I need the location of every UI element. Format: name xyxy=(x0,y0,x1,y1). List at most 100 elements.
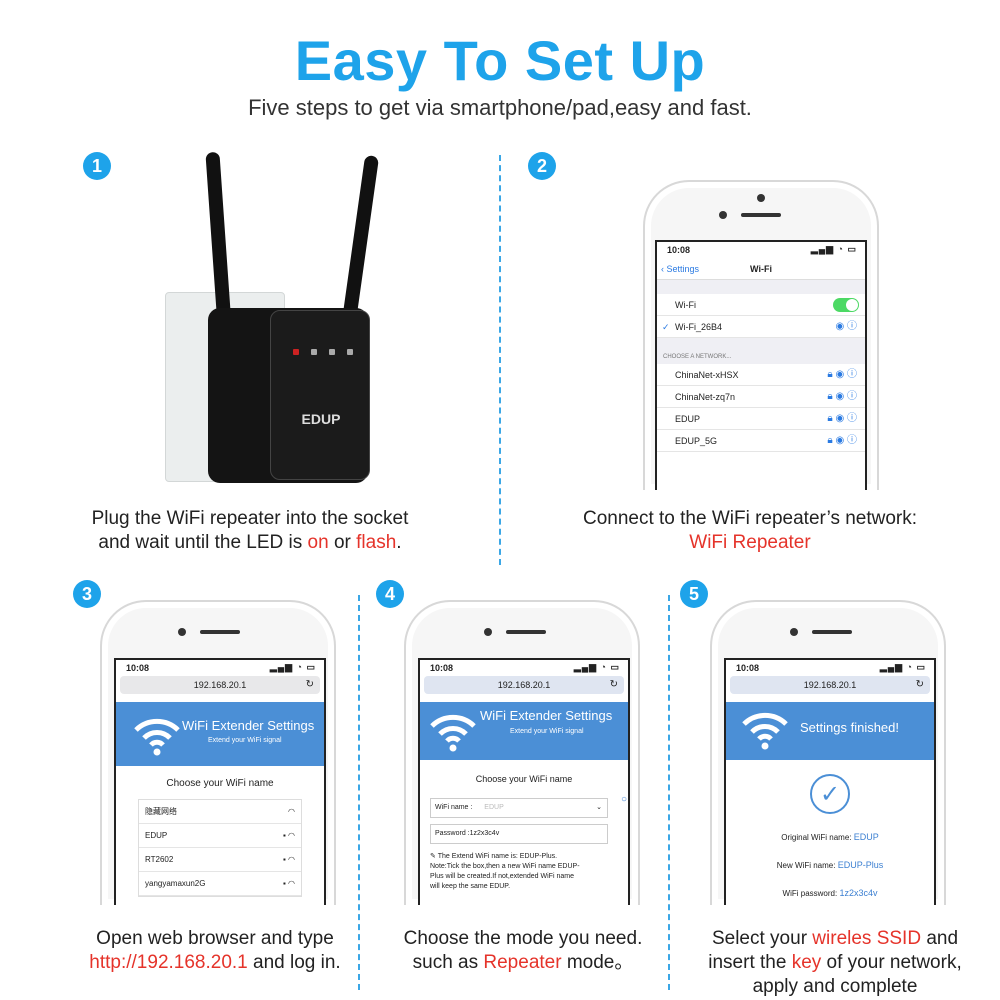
list-item[interactable]: RT2602▪ ◠ xyxy=(139,848,301,872)
wifi-password-value: 1z2x3c4v xyxy=(839,888,878,898)
step-5-text-b: and xyxy=(921,928,959,949)
wifi-toggle-row[interactable]: Wi-Fi xyxy=(657,294,865,316)
led-repeat xyxy=(329,349,335,355)
connected-network-name: Wi-Fi_26B4 xyxy=(675,322,723,332)
note-line-4: will keep the same EDUP. xyxy=(430,883,511,890)
wifi-toggle[interactable] xyxy=(833,298,859,312)
step-5-text-a: Select your xyxy=(711,928,813,949)
success-check-icon: ✓ xyxy=(810,774,850,814)
wifi-password-label: WiFi password: xyxy=(782,889,840,898)
reload-icon[interactable]: ↻ xyxy=(305,679,314,690)
antenna-right xyxy=(340,154,380,331)
note-line-1-text: The Extend WiFi name is: EDUP-Plus. xyxy=(437,853,558,860)
spacer xyxy=(657,280,865,294)
reload-icon[interactable]: ↻ xyxy=(609,679,618,690)
list-item[interactable]: 隐藏网络◠ xyxy=(139,800,301,824)
ios-nav-bar: ‹ Settings Wi-Fi xyxy=(657,258,865,280)
network-name: EDUP xyxy=(145,831,168,840)
wifi-name-label: WiFi name : xyxy=(435,804,473,811)
step-1-line2: and wait until the LED is on or flash. xyxy=(40,531,460,555)
front-camera xyxy=(484,628,492,636)
step-5-ssid: wireles SSID xyxy=(812,928,922,949)
reload-icon[interactable]: ↻ xyxy=(915,679,924,690)
divider-bottom-left xyxy=(358,595,360,990)
original-wifi-row: Original WiFi name: EDUP xyxy=(726,832,934,842)
search-icon[interactable]: ○ xyxy=(620,794,627,805)
step-4-line1: Choose the mode you need. xyxy=(403,928,643,949)
network-name: 隐藏网络 xyxy=(145,807,177,816)
router-front-panel: EDUP xyxy=(270,310,370,480)
lock-wifi-info-icon[interactable]: 🔒︎ ◉ ⓘ xyxy=(827,391,857,402)
step-1-on: on xyxy=(307,532,329,553)
wifi-name-select[interactable]: WiFi name : EDUP ⌄ xyxy=(430,798,608,818)
url-text: 192.168.20.1 xyxy=(193,680,247,690)
network-name: EDUP_5G xyxy=(675,436,718,446)
screen: 10:08▂▄▆ ◔ ▭ 192.168.20.1↻ WiFi Extender… xyxy=(418,658,630,905)
url-bar[interactable]: 192.168.20.1 ↻ xyxy=(120,676,320,694)
network-name: ChinaNet-xHSX xyxy=(675,370,739,380)
signal-icon: ▂▄▆ ◔ ▭ xyxy=(810,244,857,254)
banner-title: Settings finished! xyxy=(800,720,900,735)
original-wifi-label: Original WiFi name: xyxy=(781,833,854,842)
divider-bottom-right xyxy=(668,595,670,990)
url-bar[interactable]: 192.168.20.1↻ xyxy=(730,676,930,694)
screen: 10:08▂▄▆ ◔ ▭ 192.168.20.1 ↻ WiFi Extender… xyxy=(114,658,326,905)
step-2-ssid: WiFi Repeater xyxy=(689,532,811,553)
status-bar: 10:08▂▄▆ ◔ ▭ xyxy=(726,660,934,676)
wifi-password-row: WiFi password: 1z2x3c4v xyxy=(726,888,934,898)
step-4-line2: such as Repeater mode。 xyxy=(378,951,668,975)
connected-network-row[interactable]: ✓Wi-Fi_26B4◉ ⓘ xyxy=(657,316,865,338)
lock-wifi-info-icon[interactable]: 🔒︎ ◉ ⓘ xyxy=(827,369,857,380)
status-time: 10:08 xyxy=(430,663,454,673)
earpiece xyxy=(812,630,852,634)
divider-top xyxy=(499,155,501,565)
step-4-caption: Choose the mode you need. such as Repeat… xyxy=(378,927,668,975)
lock-wifi-icon: ▪ ◠ xyxy=(282,879,295,888)
new-wifi-row: New WiFi name: EDUP-Plus xyxy=(726,860,934,870)
lock-wifi-info-icon[interactable]: 🔒︎ ◉ ⓘ xyxy=(827,435,857,446)
status-bar: 10:08▂▄▆ ◔ ▭ xyxy=(116,660,324,676)
network-row[interactable]: ChinaNet-xHSX 🔒︎ ◉ ⓘ xyxy=(657,364,865,386)
lock-wifi-icon: ▪ ◠ xyxy=(282,831,295,840)
settings-banner: WiFi Extender Settings Extend your WiFi … xyxy=(116,702,324,766)
front-camera xyxy=(178,628,186,636)
network-name: EDUP xyxy=(675,414,701,424)
list-item[interactable]: yangyamaxun2G▪ ◠ xyxy=(139,872,301,896)
info-icon[interactable]: ◉ ⓘ xyxy=(835,321,857,332)
new-wifi-value: EDUP-Plus xyxy=(837,860,884,870)
nav-title: Wi-Fi xyxy=(750,264,772,274)
signal-icon: ▂▄▆ ◔ ▭ xyxy=(269,662,316,672)
camera-dot xyxy=(757,194,765,202)
step-4-mode: Repeater xyxy=(483,952,562,973)
router-led-indicators xyxy=(293,349,353,367)
led-power xyxy=(293,349,299,355)
lock-wifi-info-icon[interactable]: 🔒︎ ◉ ⓘ xyxy=(827,413,857,424)
step-1-text-a: and wait until the LED is xyxy=(98,532,308,553)
signal-icon: ▂▄▆ ◔ ▭ xyxy=(879,662,926,672)
back-label: Settings xyxy=(666,264,700,274)
back-button[interactable]: ‹ Settings xyxy=(661,264,700,274)
step-4-badge: 4 xyxy=(376,580,404,608)
router-brand-logo: EDUP xyxy=(301,411,341,427)
step-1-text-c: . xyxy=(396,532,402,553)
network-row[interactable]: EDUP 🔒︎ ◉ ⓘ xyxy=(657,408,865,430)
url-bar[interactable]: 192.168.20.1↻ xyxy=(424,676,624,694)
step-5-line2: insert the key of your network, xyxy=(680,951,990,975)
note-text: ✎ The Extend WiFi name is: EDUP-Plus. No… xyxy=(430,852,622,892)
phone-step-3: 10:08▂▄▆ ◔ ▭ 192.168.20.1 ↻ WiFi Extender… xyxy=(100,600,336,905)
list-item[interactable]: EDUP ▪ ◠ xyxy=(139,824,301,848)
step-5-line3: apply and complete xyxy=(752,976,918,997)
front-camera xyxy=(790,628,798,636)
new-wifi-label: New WiFi name: xyxy=(776,861,838,870)
password-field[interactable]: Password :1z2x3c4v xyxy=(430,824,608,844)
step-5-text-c: insert the xyxy=(708,952,792,973)
banner-subtitle: Extend your WiFi signal xyxy=(208,737,282,744)
banner-subtitle: Extend your WiFi signal xyxy=(510,728,584,735)
network-row[interactable]: ChinaNet-zq7n🔒︎ ◉ ⓘ xyxy=(657,386,865,408)
step-5-caption: Select your wireles SSID and insert the … xyxy=(680,927,990,999)
step-1-caption: Plug the WiFi repeater into the socket a… xyxy=(40,507,460,555)
network-row[interactable]: EDUP_5G 🔒︎ ◉ ⓘ xyxy=(657,430,865,452)
phone-step-4: 10:08▂▄▆ ◔ ▭ 192.168.20.1↻ WiFi Extender… xyxy=(404,600,640,905)
step-5-badge: 5 xyxy=(680,580,708,608)
wifi-icon xyxy=(134,718,180,756)
